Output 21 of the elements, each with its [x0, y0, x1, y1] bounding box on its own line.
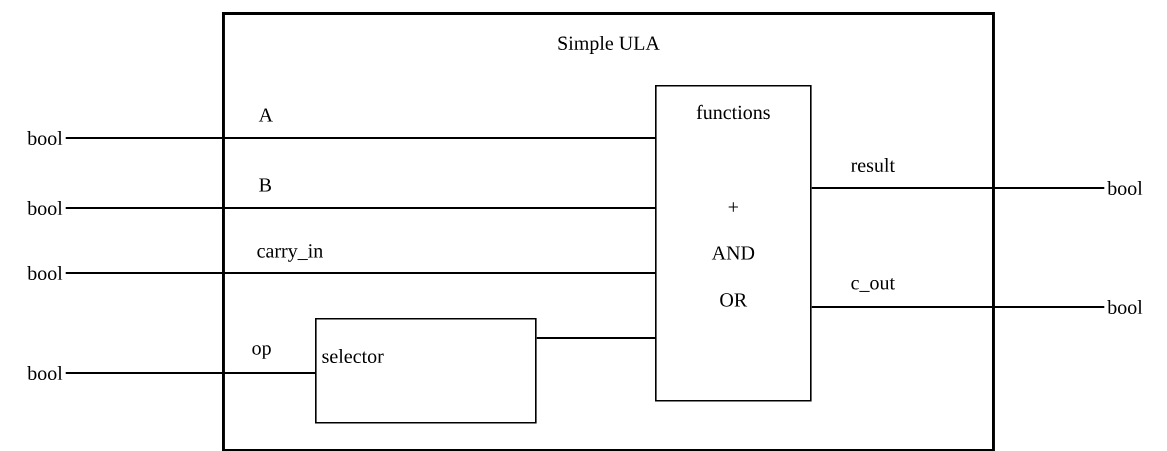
port-label: bool	[27, 201, 63, 216]
function-box: functions + AND OR	[655, 85, 812, 402]
selector-box: selector	[315, 318, 537, 424]
wire	[65, 271, 655, 275]
port-label: bool	[27, 131, 63, 146]
wire-label: op	[252, 345, 271, 359]
port-label: bool	[1107, 300, 1143, 315]
wire-label: result	[851, 158, 895, 173]
port-label: bool	[1107, 181, 1143, 196]
wire	[65, 136, 655, 140]
wire-label: c_out	[851, 278, 895, 292]
wire-label: carry_in	[257, 244, 323, 262]
port-label: bool	[27, 266, 63, 281]
port-label: bool	[27, 366, 63, 381]
wire	[65, 206, 655, 210]
wire	[811, 186, 1105, 190]
wire	[536, 336, 655, 340]
wire	[65, 371, 315, 375]
wire-label: B	[259, 178, 271, 192]
wire	[811, 305, 1105, 309]
wire-label: A	[258, 108, 273, 122]
